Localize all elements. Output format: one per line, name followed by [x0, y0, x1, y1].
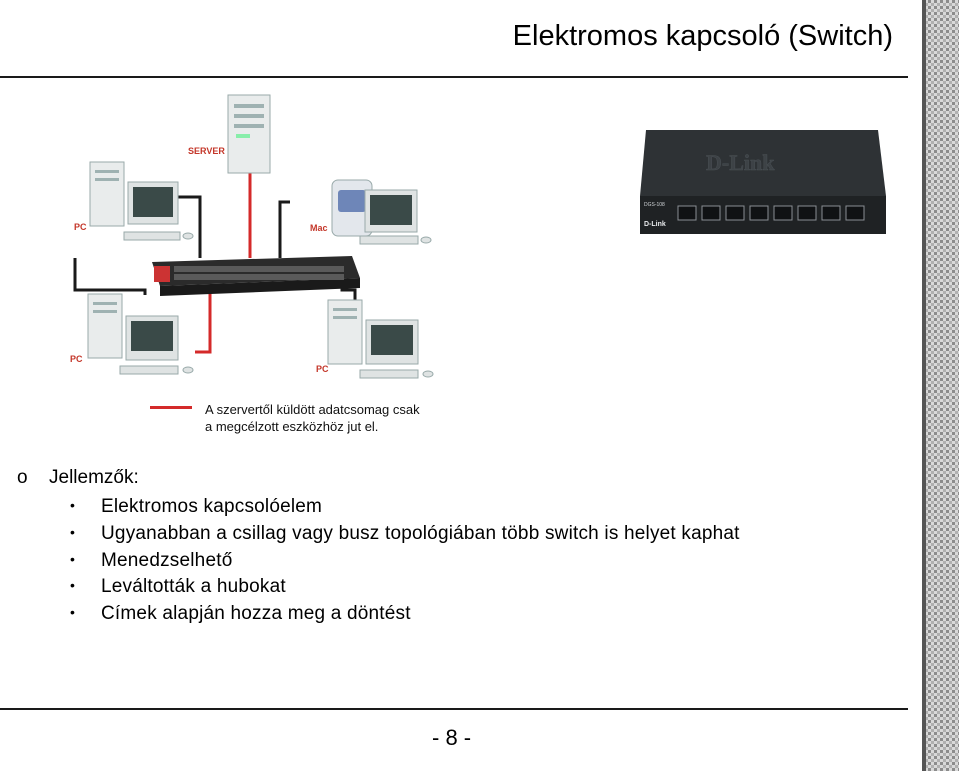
ethernet-ports — [677, 205, 865, 221]
switch-icon — [152, 256, 360, 296]
bullet: • — [70, 523, 76, 540]
bullet: • — [70, 550, 76, 567]
pc-top-left-label: PC — [74, 222, 87, 232]
dlink-logo-front: D-Link — [644, 221, 666, 228]
heading-marker: o — [17, 467, 28, 488]
dlink-model: DGS-108 — [644, 202, 665, 208]
list-item: • Ugyanabban a csillag vagy busz topológi… — [70, 521, 740, 548]
bullet: • — [70, 497, 76, 513]
server-icon — [227, 94, 271, 174]
dlink-logo-top: D-Link — [706, 150, 775, 175]
footer-divider — [0, 708, 908, 710]
list-item: • Címek alapján hozza meg a döntést — [70, 601, 740, 628]
list-item-text: Ugyanabban a csillag vagy busz topológiá… — [101, 522, 740, 544]
pc-bottom-left-label: PC — [70, 354, 83, 364]
list-item: • Menedzselhető — [70, 548, 740, 575]
bullet: • — [70, 604, 76, 621]
features-heading: o Jellemzők: — [17, 467, 139, 489]
list-item-text: Menedzselhető — [101, 549, 233, 571]
list-item-text: Leváltották a hubokat — [101, 576, 286, 598]
page-number: - 8 - — [432, 725, 472, 750]
network-diagram: SERVER PC Mac — [70, 94, 434, 379]
features-heading-text: Jellemzők: — [49, 467, 139, 488]
list-item: • Leváltották a hubokat — [70, 574, 740, 601]
pc-bottom-right-label: PC — [316, 364, 329, 374]
pc-top-left-icon — [89, 161, 194, 241]
dlink-switch-photo: D-Link DGS-108 D-Link — [640, 130, 886, 234]
slide-title: Elektromos kapcsoló (Switch) — [512, 20, 893, 52]
caption-line-2: a megcélzott eszközhöz jut el. — [205, 419, 379, 434]
bullet: • — [70, 577, 76, 594]
title-divider — [0, 76, 908, 78]
list-item-text: Elektromos kapcsolóelem — [101, 496, 323, 517]
red-data-path — [195, 170, 252, 354]
caption-line-1: A szervertől küldött adatcsomag csak — [205, 402, 420, 417]
mac-label: Mac — [310, 223, 328, 233]
list-item-text: Címek alapján hozza meg a döntést — [101, 603, 411, 625]
pc-bottom-right-icon — [327, 299, 434, 379]
pc-bottom-left-icon — [87, 293, 194, 375]
legend-swatch — [150, 406, 192, 409]
list-item: • Elektromos kapcsolóelem — [70, 494, 740, 521]
decorative-side-strip — [922, 0, 959, 771]
server-label: SERVER — [188, 146, 225, 156]
mac-icon — [331, 179, 432, 245]
diagram-caption: A szervertől küldött adatcsomag csak a m… — [205, 401, 420, 435]
features-list: • Elektromos kapcsolóelem • Ugyanabban a c… — [70, 494, 740, 628]
